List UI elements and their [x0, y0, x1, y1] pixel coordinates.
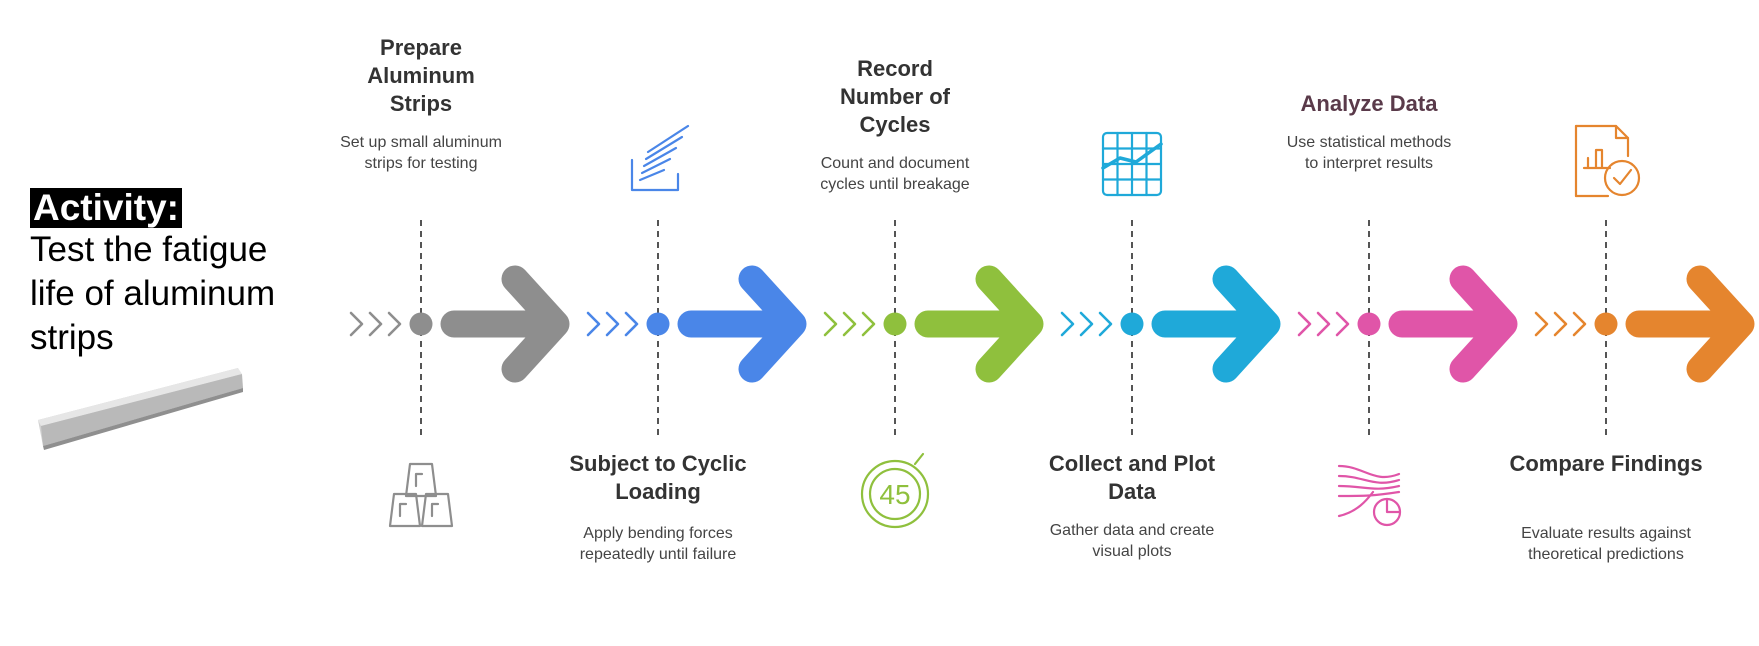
- activity-block: Activity: Test the fatigue life of alumi…: [30, 188, 290, 360]
- arrow-right-icon: [677, 265, 807, 383]
- chevron-icon: [1060, 311, 1075, 337]
- step-title: Analyze Data: [1300, 91, 1438, 116]
- step-description: Set up small aluminum strips for testing: [340, 134, 502, 172]
- chevron-icon: [1316, 311, 1331, 337]
- chevron-icon: [1335, 311, 1350, 337]
- step-description: Evaluate results against theoretical pre…: [1521, 525, 1691, 563]
- chevron-icon: [1534, 311, 1549, 337]
- arrow-right-icon: [440, 265, 570, 383]
- step-marker: [1594, 312, 1618, 336]
- report-check-icon: [1574, 124, 1641, 198]
- chevron-icon: [1098, 311, 1113, 337]
- chevron-icon: [1553, 311, 1568, 337]
- chevron-icon: [861, 311, 876, 337]
- aluminum-strip-image: [38, 368, 243, 450]
- step-5: [1297, 220, 1518, 527]
- step-marker: [646, 312, 670, 336]
- chevron-icon: [349, 311, 364, 337]
- chevron-icon: [823, 311, 838, 337]
- chevron-icon: [842, 311, 857, 337]
- plot-chart-icon: [1101, 131, 1163, 197]
- metal-ingots-icon: [388, 462, 454, 528]
- step-description: Use statistical methods to interpret res…: [1286, 134, 1452, 172]
- arrow-right-icon: [1625, 265, 1755, 383]
- chevron-icon: [387, 311, 402, 337]
- step-marker: [1120, 312, 1144, 336]
- analysis-waves-icon: [1337, 464, 1402, 527]
- step-2: [586, 124, 807, 438]
- activity-description: Test the fatigue life of aluminum strips: [30, 230, 276, 357]
- chevron-icon: [1572, 311, 1587, 337]
- step-1: [349, 220, 570, 528]
- chevron-icon: [624, 311, 639, 337]
- chevron-icon: [1297, 311, 1312, 337]
- step-description: Apply bending forces repeatedly until fa…: [579, 525, 737, 563]
- step-title: Collect and Plot Data: [1048, 451, 1216, 504]
- step-description: Count and document cycles until breakage: [820, 155, 970, 193]
- chevron-icon: [1079, 311, 1094, 337]
- force-lines-icon: [630, 124, 690, 192]
- step-title: Compare Findings: [1509, 451, 1703, 476]
- step-title: Record Number of Cycles: [840, 56, 950, 137]
- counter-45-icon-label: 45: [879, 479, 910, 510]
- chevron-icon: [605, 311, 620, 337]
- step-marker: [883, 312, 907, 336]
- step-marker: [409, 312, 433, 336]
- arrow-right-icon: [914, 265, 1044, 383]
- faint-footer-text: [975, 634, 1165, 644]
- counter-45-icon: 45: [860, 452, 930, 529]
- activity-tag: Activity:: [30, 188, 182, 228]
- step-4: [1060, 131, 1281, 438]
- step-title: Subject to Cyclic Loading: [569, 451, 747, 504]
- chevron-icon: [368, 311, 383, 337]
- chevron-icon: [586, 311, 601, 337]
- step-6: [1534, 124, 1755, 438]
- step-marker: [1357, 312, 1381, 336]
- step-3: 45: [823, 220, 1044, 529]
- step-description: Gather data and create visual plots: [1049, 522, 1215, 560]
- arrow-right-icon: [1151, 265, 1281, 383]
- step-title: Prepare Aluminum Strips: [367, 35, 475, 116]
- arrow-right-icon: [1388, 265, 1518, 383]
